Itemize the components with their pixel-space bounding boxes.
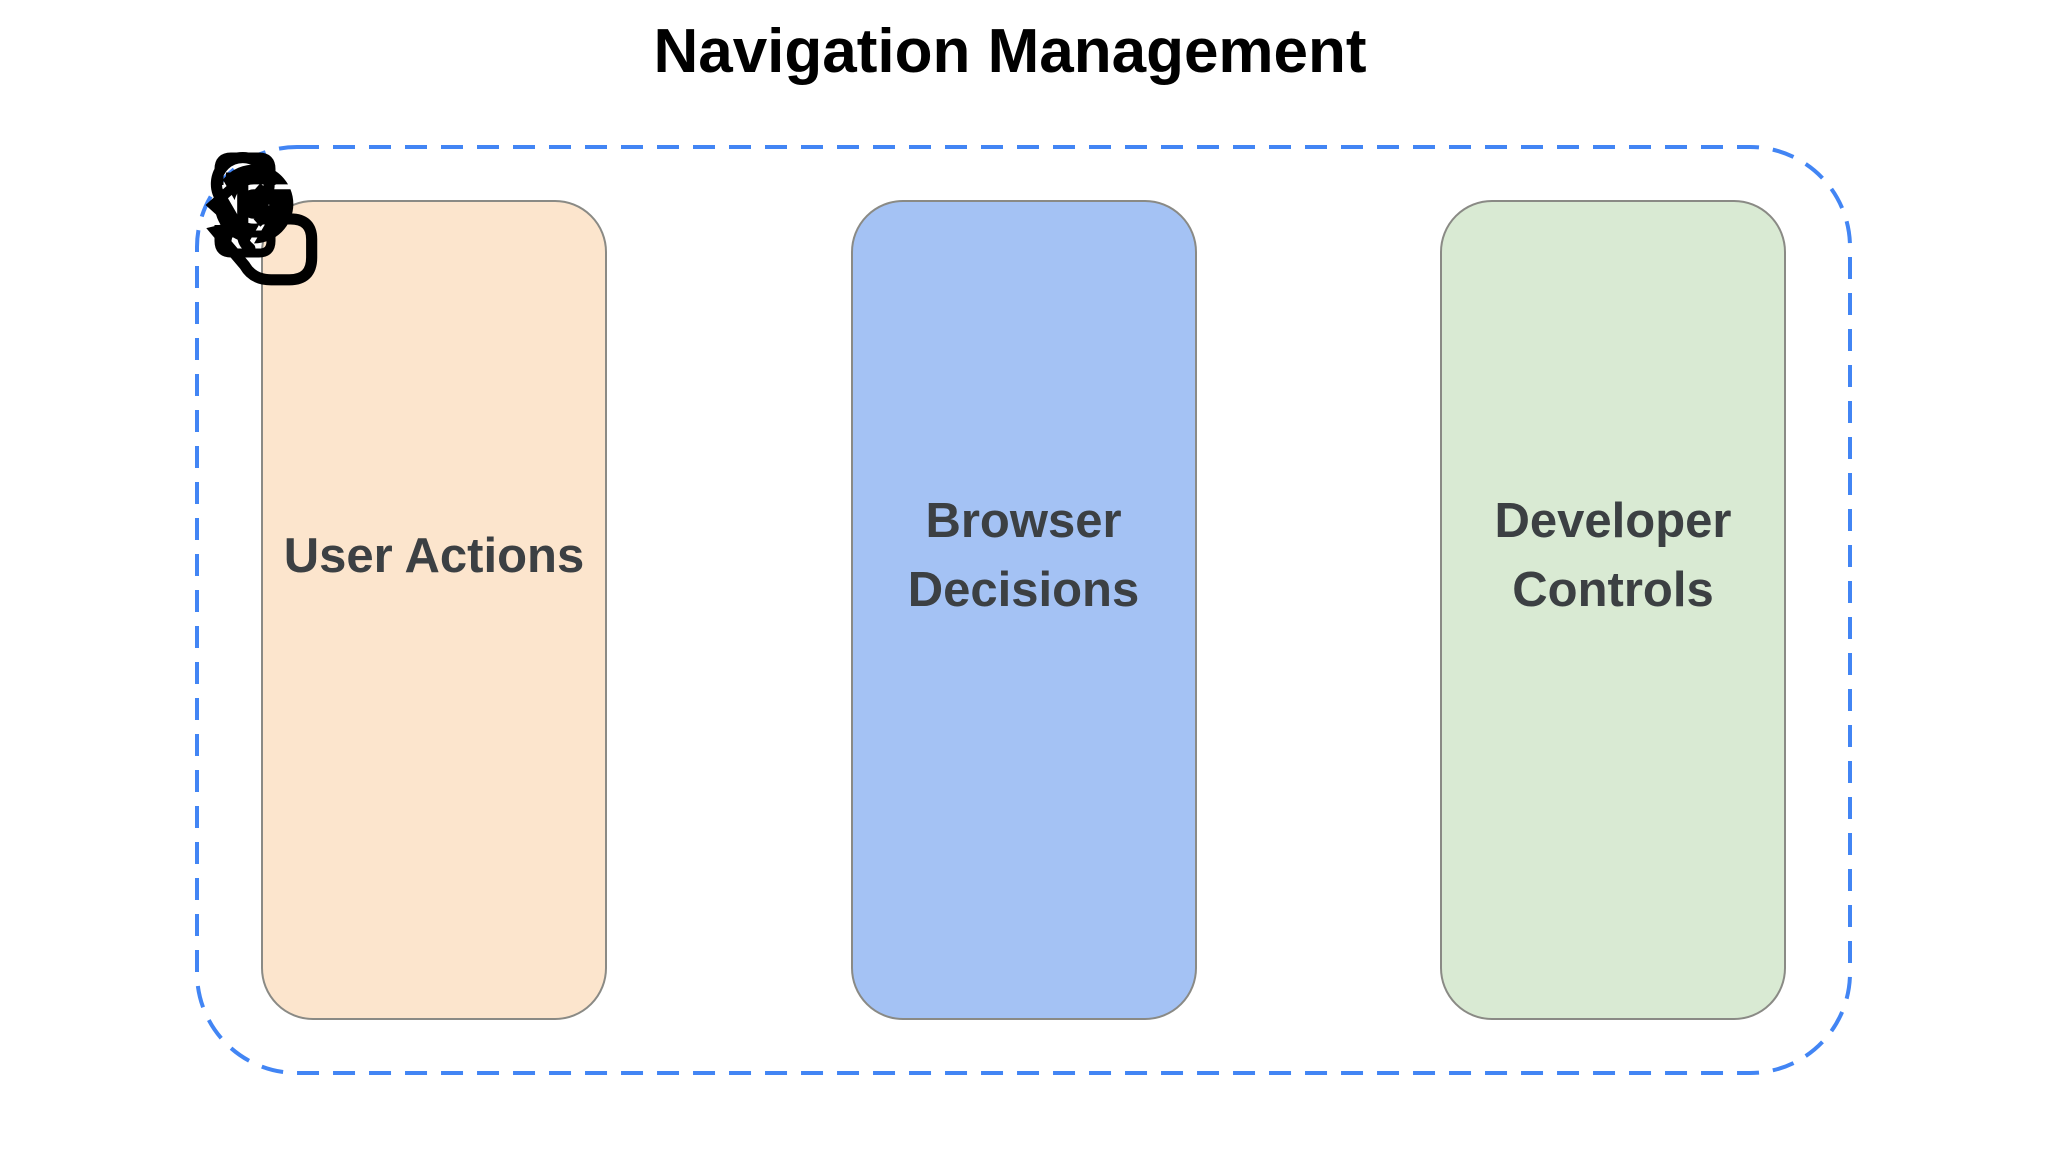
card-developer-controls: Developer Controls (205, 152, 1786, 1020)
dashed-boundary-outline (195, 145, 1852, 1075)
card-user-actions: User Actions (206, 151, 607, 1020)
card-developer-controls-label: Developer Controls (1494, 494, 1732, 617)
dashed-boundary: User Actions Browser Decisions (195, 145, 1852, 1075)
card-user-actions-label: User Actions (283, 528, 585, 583)
card-browser-decisions: Browser Decisions (214, 164, 1197, 1020)
diagram-title: Navigation Management (653, 17, 1367, 86)
card-browser-decisions-label: Browser Decisions (907, 494, 1140, 617)
cards-row: User Actions Browser Decisions (195, 145, 1852, 1075)
